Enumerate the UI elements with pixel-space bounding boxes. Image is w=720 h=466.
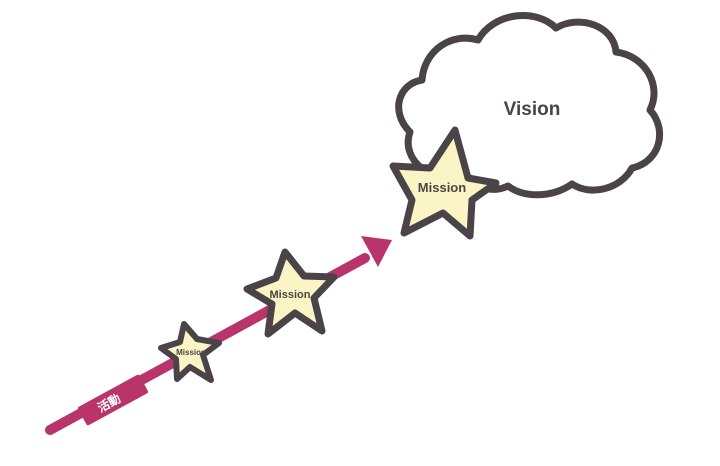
mission-star-large: Mission [389, 126, 500, 240]
vision-label: Vision [504, 99, 561, 120]
mission-star-medium: Mission [243, 248, 338, 338]
star-shape [158, 321, 222, 383]
star-shape [389, 126, 500, 240]
star-shape [243, 248, 338, 338]
arrow-head [361, 236, 392, 267]
mission-label: Mission [418, 180, 466, 195]
activity-arrow: 活動 [45, 236, 392, 435]
mission-label: Mission [270, 289, 311, 301]
arrow-tag [77, 374, 149, 426]
mission-star-small: Mission [158, 321, 222, 383]
mission-label: Mission [176, 348, 206, 357]
